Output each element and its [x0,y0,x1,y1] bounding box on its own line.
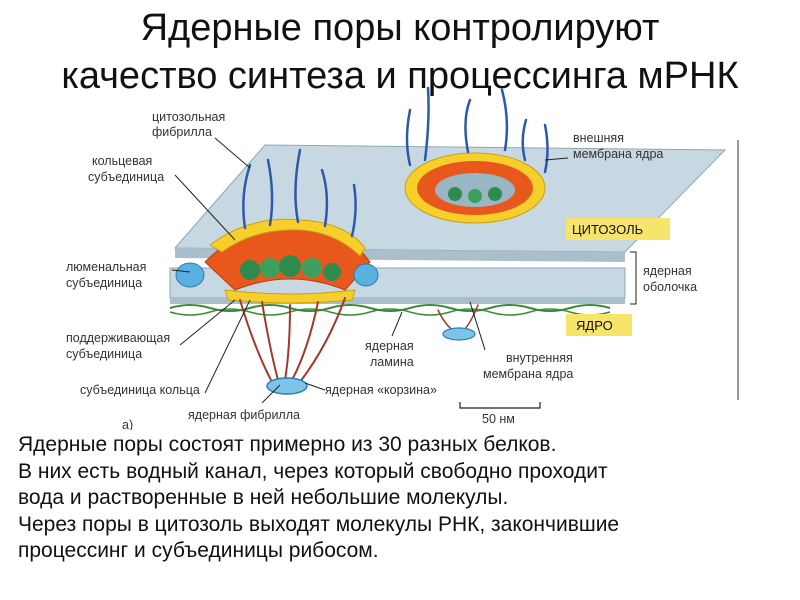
label-luminal-subunit-1: люменальная [66,260,146,274]
label-cytosolic-fibril-1: цитозольная [152,110,225,124]
label-ring-subunit-1: кольцевая [92,154,152,168]
label-nuclear-lamina-2: ламина [370,355,414,369]
nucleus-highlight [566,314,632,336]
label-nuclear-basket: ядерная «корзина» [325,383,437,397]
label-supporting-subunit-1: поддерживающая [66,331,170,345]
slide-title-line2: качество синтеза и процессинга мРНК [61,55,739,97]
scale-bar [459,402,541,409]
nuclear-pore-diagram: цитозольная фибрилла кольцевая субъедини… [66,86,739,430]
label-nuclear-envelope-2: оболочка [643,280,697,294]
label-ring-subunit-bottom: субъединица кольца [80,383,200,397]
leader-lines [171,137,569,404]
description-line-3: вода и растворенные в ней небольшие моле… [18,486,509,509]
label-nuclear-fibril: ядерная фибрилла [188,408,300,422]
label-inner-membrane-1: внутренняя [506,351,573,365]
nuclear-basket [239,297,479,395]
label-cytosolic-fibril-2: фибрилла [152,125,212,139]
label-nucleus: ЯДРО [576,318,613,333]
label-supporting-subunit-2: субъединица [66,347,142,361]
label-luminal-subunit-2: субъединица [66,276,142,290]
description-text: Ядерные поры состоят примерно из 30 разн… [18,432,793,565]
label-inner-membrane-2: мембрана ядра [483,367,573,381]
label-outer-membrane-1: внешняя [573,131,624,145]
label-cytosol: ЦИТОЗОЛЬ [572,222,643,237]
cytosol-highlight [566,218,670,240]
label-nuclear-envelope-1: ядерная [643,264,692,278]
description-line-1: Ядерные поры состоят примерно из 30 разн… [18,433,557,456]
description-line-2: В них есть водный канал, через который с… [18,459,608,483]
label-ring-subunit-2: субъединица [88,170,164,184]
cytosolic-fibrils [242,86,549,238]
slide-title-line1: Ядерные поры контролируют [140,7,660,49]
left-nuclear-pore [175,218,379,304]
description-line-4: Через поры в цитозоль выходят молекулы Р… [18,512,620,536]
label-outer-membrane-2: мембрана ядра [573,147,663,161]
description-line-5: процессинг и субъединицы рибосом. [18,539,379,562]
nuclear-lamina [169,304,611,312]
right-nuclear-pore [404,152,546,224]
envelope-bracket [630,251,637,305]
label-scale: 50 нм [482,412,515,426]
label-nuclear-lamina-1: ядерная [365,339,414,353]
label-panel: а) [122,418,133,430]
